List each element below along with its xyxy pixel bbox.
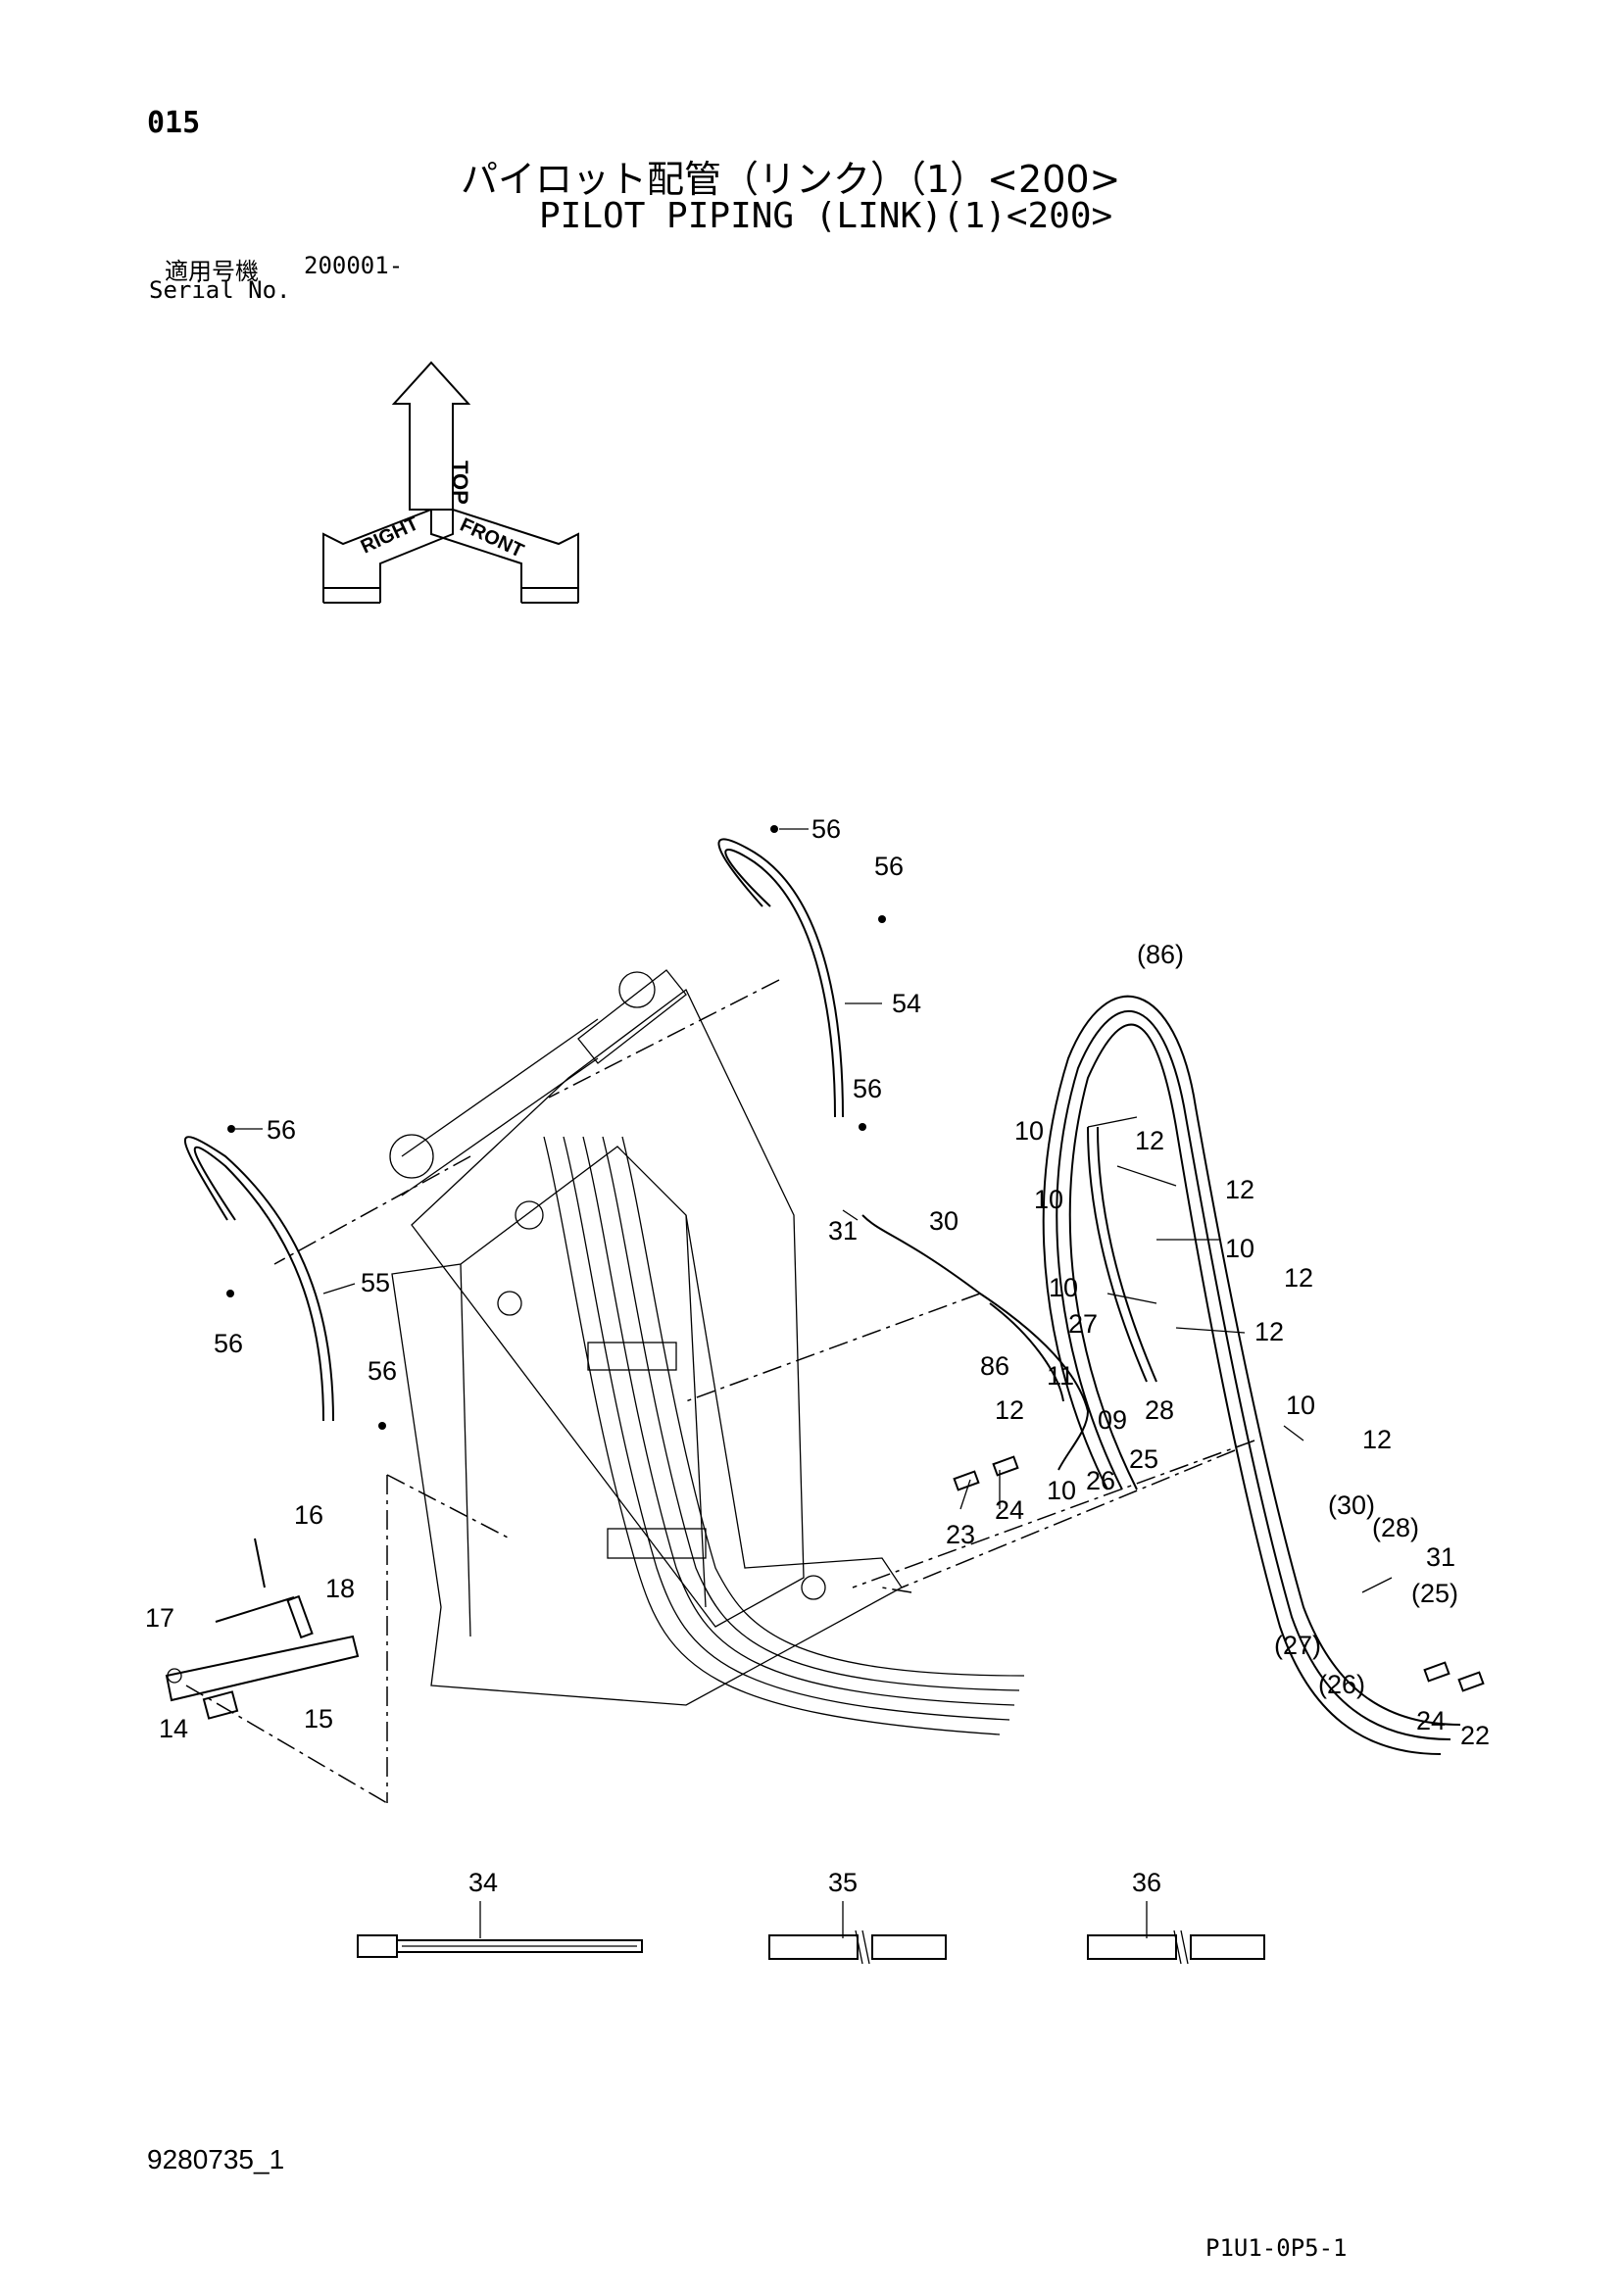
callout-23: 23 [946, 1520, 975, 1549]
callout-15: 15 [304, 1704, 333, 1734]
callout-12: 12 [1254, 1317, 1284, 1346]
callout-56: 56 [368, 1356, 397, 1386]
callout-10: 10 [1225, 1234, 1254, 1263]
hose-bundle-86 [1042, 995, 1461, 1755]
serial-label-english: Serial No. [149, 276, 291, 304]
callout-10: 10 [1047, 1476, 1076, 1505]
callout-10: 10 [1049, 1273, 1078, 1302]
callout-12: 12 [1135, 1126, 1164, 1155]
hose-54 [717, 825, 886, 1131]
boom-structure [389, 969, 1025, 1735]
callout-22: 22 [1460, 1721, 1490, 1750]
clamp-assembly [165, 1538, 360, 1720]
leader-lines [235, 828, 1393, 1593]
callout-86: 86 [980, 1351, 1009, 1381]
callout-09: 09 [1098, 1405, 1127, 1435]
callout-16: 16 [294, 1500, 323, 1530]
callout-24: 24 [1416, 1706, 1446, 1735]
callout-56: 56 [214, 1329, 243, 1358]
hose-55 [184, 1125, 386, 1430]
callout-56: 56 [267, 1115, 296, 1145]
callout-56: 56 [874, 852, 904, 881]
callout-10: 10 [1034, 1185, 1063, 1214]
callout-25-ref: (25) [1411, 1579, 1458, 1608]
callout-12: 12 [1284, 1263, 1313, 1293]
title-japanese: パイロット配管（リンク）（1）<200> [461, 158, 1121, 201]
callout-30: 30 [929, 1206, 958, 1236]
callout-14: 14 [159, 1714, 188, 1743]
tube-36 [1087, 1901, 1265, 1965]
callout-17: 17 [145, 1603, 174, 1633]
callout-86-ref: (86) [1137, 940, 1184, 969]
callout-12: 12 [1225, 1175, 1254, 1204]
callout-26: 26 [1086, 1466, 1115, 1495]
callout-31: 31 [1426, 1542, 1455, 1572]
serial-label-japanese: 適用号機 [165, 258, 259, 285]
callout-10: 10 [1014, 1116, 1044, 1146]
cable-tie-34 [357, 1901, 643, 1958]
orientation-top-label: TOP [448, 461, 472, 505]
callout-26-ref: (26) [1318, 1670, 1365, 1699]
serial-value: 200001- [304, 252, 404, 279]
callout-27: 27 [1068, 1309, 1098, 1339]
callout-27-ref: (27) [1274, 1631, 1321, 1660]
fittings-22-24 [953, 1455, 1485, 1692]
callout-28-ref: (28) [1372, 1513, 1419, 1542]
callout-18: 18 [325, 1574, 355, 1603]
orientation-indicator: TOP FRONT RIGHT [322, 361, 579, 604]
callout-12: 12 [1362, 1425, 1392, 1454]
callout-56: 56 [811, 814, 841, 844]
callout-11: 11 [1047, 1361, 1074, 1391]
callout-36: 36 [1132, 1868, 1161, 1897]
callout-34: 34 [468, 1868, 498, 1897]
callout-55: 55 [361, 1268, 390, 1297]
document-code: 9280735_1 [147, 2144, 285, 2174]
page-number: 015 [147, 106, 201, 140]
callout-28: 28 [1145, 1395, 1174, 1425]
callout-31: 31 [828, 1216, 858, 1246]
callout-24: 24 [995, 1495, 1024, 1525]
reference-lines [185, 979, 1255, 1804]
callout-35: 35 [828, 1868, 858, 1897]
callout-54: 54 [892, 989, 921, 1018]
title-english: PILOT PIPING (LINK)(1)<200> [539, 196, 1113, 236]
callout-25: 25 [1129, 1444, 1158, 1474]
callout-labels: 56 56 54 56 56 55 56 56 (86) 10 12 10 12… [145, 814, 1490, 1897]
sheet-code: P1U1-0P5-1 [1205, 2234, 1348, 2262]
callout-12: 12 [995, 1395, 1024, 1425]
callout-30-ref: (30) [1328, 1490, 1375, 1520]
pipe-30 [861, 1214, 1090, 1471]
tube-35 [768, 1901, 947, 1965]
callout-10: 10 [1286, 1391, 1315, 1420]
callout-56: 56 [853, 1074, 882, 1103]
